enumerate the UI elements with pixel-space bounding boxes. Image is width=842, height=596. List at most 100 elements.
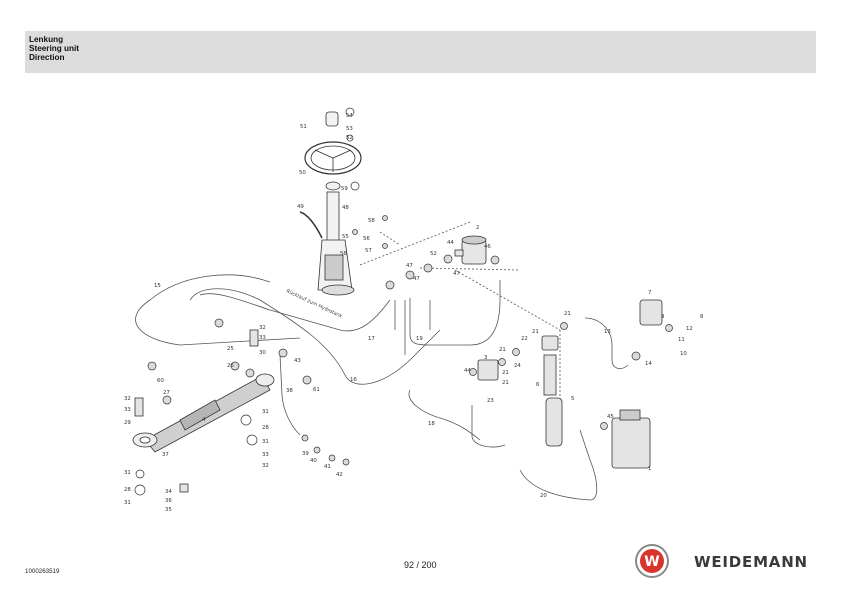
title-german: Lenkung (29, 35, 64, 44)
callout-21c: 21 (499, 347, 506, 353)
callout-6: 6 (536, 382, 540, 388)
callout-33b: 33 (124, 407, 131, 413)
callout-11: 11 (678, 337, 685, 343)
callout-45: 45 (607, 414, 614, 420)
logo-letter: W (644, 554, 659, 570)
callout-55: 55 (342, 234, 349, 240)
callout-41: 41 (324, 464, 331, 470)
callout-48: 48 (342, 205, 349, 211)
callout-20: 20 (540, 493, 547, 499)
callout-36: 36 (165, 498, 172, 504)
callout-7: 7 (648, 290, 651, 296)
callout-39: 39 (302, 451, 309, 457)
callout-31b: 31 (262, 439, 269, 445)
callout-32c: 32 (262, 463, 269, 469)
valve-block-3 (477, 359, 499, 381)
hose-20 (519, 429, 598, 501)
brand-wordmark: WEIDEMANN (694, 553, 808, 571)
callout-58: 58 (368, 218, 375, 224)
pin-30 (249, 329, 259, 347)
hose-13 (584, 317, 629, 370)
steering-cylinder (132, 373, 275, 453)
callout-23: 23 (487, 398, 494, 404)
priority-valve-7 (639, 299, 663, 326)
callout-27: 27 (163, 390, 170, 396)
callout-17: 17 (368, 336, 375, 342)
callout-56a: 56 (363, 236, 370, 242)
document-number: 1000263519 (25, 568, 60, 575)
callout-4: 4 (202, 417, 206, 423)
callout-29: 29 (124, 420, 131, 426)
callout-21e: 21 (502, 380, 509, 386)
weidemann-logo-icon: W (635, 544, 669, 578)
callout-50: 50 (299, 170, 306, 176)
hose-19 (409, 280, 501, 346)
steering-column-assembly (299, 111, 362, 296)
orbitrol-valve (454, 235, 487, 265)
hose-17 (199, 293, 391, 332)
grease-nipple-34 (179, 483, 189, 493)
hose-18 (408, 389, 481, 441)
callout-31c: 31 (124, 470, 131, 476)
callout-44a: 44 (464, 368, 471, 374)
callout-28a: 28 (262, 425, 269, 431)
hose-38 (279, 354, 301, 436)
page-number: 92 / 200 (404, 560, 437, 570)
hose-16 (189, 288, 441, 385)
callout-40: 40 (310, 458, 317, 464)
callout-16: 16 (350, 377, 357, 383)
callout-47a: 47 (406, 263, 413, 269)
cartridge-6 (543, 354, 557, 396)
callout-34: 34 (165, 489, 172, 495)
callout-59: 59 (341, 186, 348, 192)
callout-46: 46 (484, 244, 491, 250)
valve-block-22 (541, 335, 559, 351)
steering-knob (325, 111, 339, 127)
callout-49: 49 (297, 204, 304, 210)
callout-33c: 33 (262, 452, 269, 458)
callout-32b: 32 (124, 396, 131, 402)
callout-8: 8 (700, 314, 704, 320)
callout-54: 54 (346, 113, 353, 119)
weidemann-logo: W WEIDEMANN (634, 543, 824, 579)
callout-18: 18 (428, 421, 435, 427)
pin-29 (134, 397, 144, 417)
callout-26: 26 (227, 363, 234, 369)
callout-60: 60 (157, 378, 164, 384)
header-bar: Lenkung Steering unit Direction (25, 31, 816, 73)
callout-44b: 44 (447, 240, 454, 246)
callout-57: 57 (365, 248, 372, 254)
callout-13: 13 (604, 329, 611, 335)
callout-19: 19 (416, 336, 423, 342)
callout-21d: 21 (502, 370, 509, 376)
callout-47b: 47 (413, 276, 420, 282)
callout-22: 22 (521, 336, 528, 342)
callout-38: 38 (286, 388, 293, 394)
callout-52: 52 (430, 251, 437, 257)
callout-15: 15 (154, 283, 161, 289)
fittings (134, 107, 673, 496)
callout-21a: 21 (564, 311, 571, 317)
accumulator-5 (545, 397, 563, 447)
title-english: Steering unit (29, 44, 80, 53)
callout-52b: 52 (346, 135, 353, 141)
callout-32a: 32 (259, 325, 266, 331)
callout-5: 5 (571, 396, 574, 402)
callout-30: 30 (259, 350, 266, 356)
callout-10: 10 (680, 351, 687, 357)
callout-31a: 31 (262, 409, 269, 415)
steering-wheel (304, 141, 362, 175)
callout-2: 2 (476, 225, 479, 231)
callout-51: 51 (300, 124, 307, 130)
callout-47c: 47 (453, 271, 460, 277)
callout-43: 43 (294, 358, 301, 364)
part-number-callouts: 7 8 9 12 11 10 14 13 1 45 21 21 22 21 24… (124, 113, 704, 513)
callout-3: 3 (484, 355, 487, 361)
title-french: Direction (29, 53, 65, 62)
callout-28b: 28 (124, 487, 131, 493)
callout-42: 42 (336, 472, 343, 478)
callout-9: 9 (661, 314, 665, 320)
hose-lower (471, 405, 506, 448)
callout-24: 24 (514, 363, 521, 369)
